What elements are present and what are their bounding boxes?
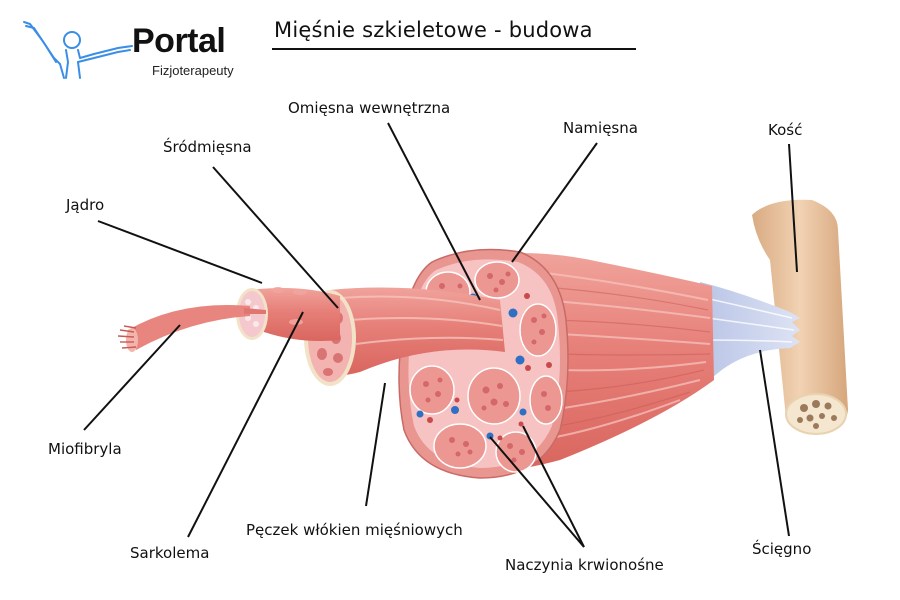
page-title: Mięśnie szkieletowe - budowa xyxy=(274,18,593,42)
bone xyxy=(752,199,848,435)
leader-lines xyxy=(83,122,798,548)
label-peczek: Pęczek włókien mięśniowych xyxy=(246,521,463,539)
myofibril xyxy=(117,305,266,352)
label-naczynia: Naczynia krwionośne xyxy=(505,556,664,574)
logo-wordmark: Portal xyxy=(132,22,226,60)
logo: Portal Fizjoterapeuty xyxy=(20,18,240,82)
person-figure-icon xyxy=(23,21,133,79)
logo-subtitle: Fizjoterapeuty xyxy=(152,63,234,78)
label-namiesna: Namięsna xyxy=(563,119,638,137)
title-underline xyxy=(272,48,636,50)
label-kosc: Kość xyxy=(768,121,803,139)
label-miofibryla: Miofibryla xyxy=(48,440,122,458)
label-sciegno: Ścięgno xyxy=(752,540,812,558)
label-jadro: Jądro xyxy=(66,196,105,214)
muscle-cross-section xyxy=(398,248,569,479)
tendon xyxy=(700,282,800,380)
label-sarkolema: Sarkolema xyxy=(130,544,210,562)
label-srodmiesna: Śródmięsna xyxy=(163,138,252,156)
label-omiesna-wewnetrzna: Omięsna wewnętrzna xyxy=(288,99,451,117)
